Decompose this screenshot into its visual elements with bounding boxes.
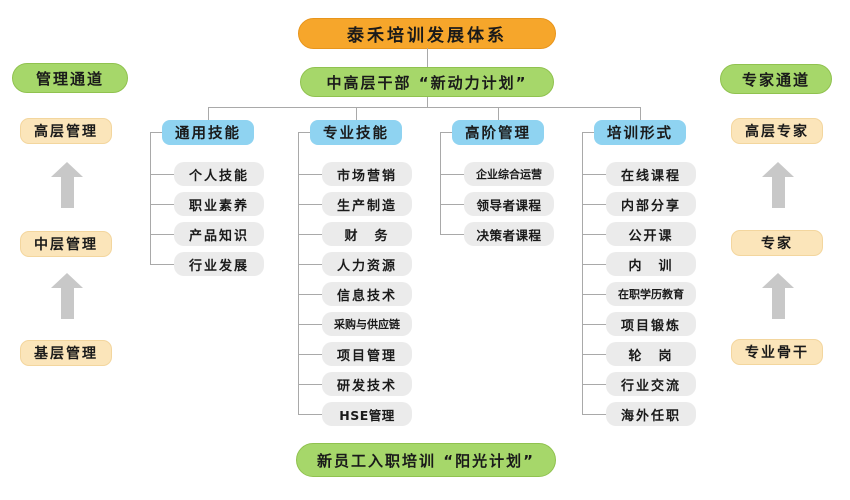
connector-line: [298, 174, 322, 175]
column-header-training-formats: 培训形式: [594, 120, 686, 145]
tree-item: 在职学历教育: [606, 282, 696, 306]
connector-line: [427, 48, 428, 67]
connector-line: [582, 264, 606, 265]
connector-line: [440, 234, 464, 235]
diagram-title: 泰禾培训发展体系: [298, 18, 556, 49]
connector-line: [298, 204, 322, 205]
connector-line: [150, 174, 174, 175]
connector-line: [582, 234, 606, 235]
tree-item: 采购与供应链: [322, 312, 412, 336]
connector-line: [582, 354, 606, 355]
tree-item: 在线课程: [606, 162, 696, 186]
new-power-plan-banner: 中高层干部 “新动力计划”: [300, 67, 554, 97]
connector-line: [150, 234, 174, 235]
expert-box: 专家: [731, 230, 823, 256]
tree-item: 内 训: [606, 252, 696, 276]
connector-line: [582, 132, 583, 414]
tree-item: 内部分享: [606, 192, 696, 216]
connector-line: [150, 204, 174, 205]
tree-item: 个人技能: [174, 162, 264, 186]
connector-line: [440, 204, 464, 205]
tree-item: 信息技术: [322, 282, 412, 306]
sunshine-plan-banner: 新员工入职培训 “阳光计划”: [296, 443, 556, 477]
tree-item: 企业综合运营: [464, 162, 554, 186]
up-arrow-icon: [51, 273, 83, 319]
connector-line: [298, 234, 322, 235]
connector-line: [582, 324, 606, 325]
management-channel-header: 管理通道: [12, 63, 128, 93]
tree-item: HSE管理: [322, 402, 412, 426]
connector-line: [582, 174, 606, 175]
connector-line: [298, 384, 322, 385]
connector-line: [640, 107, 641, 120]
connector-line: [150, 132, 151, 264]
connector-line: [498, 107, 499, 120]
connector-line: [440, 132, 452, 133]
connector-line: [150, 132, 162, 133]
column-header-advanced-management: 高阶管理: [452, 120, 544, 145]
connector-line: [582, 204, 606, 205]
connector-line: [150, 264, 174, 265]
tree-item: 决策者课程: [464, 222, 554, 246]
connector-line: [582, 132, 594, 133]
connector-line: [298, 324, 322, 325]
connector-line: [440, 174, 464, 175]
tree-item: 领导者课程: [464, 192, 554, 216]
tree-item: 项目锻炼: [606, 312, 696, 336]
tree-item: 生产制造: [322, 192, 412, 216]
tree-item: 财 务: [322, 222, 412, 246]
tree-item: 市场营销: [322, 162, 412, 186]
expert-channel-header: 专家通道: [720, 64, 832, 94]
tree-item: 行业交流: [606, 372, 696, 396]
tree-item: 轮 岗: [606, 342, 696, 366]
connector-line: [208, 107, 209, 120]
connector-line: [208, 107, 641, 108]
connector-line: [440, 132, 441, 234]
connector-line: [298, 294, 322, 295]
column-header-professional-skills: 专业技能: [310, 120, 402, 145]
tree-item: 研发技术: [322, 372, 412, 396]
connector-line: [356, 107, 357, 120]
senior-management-box: 高层管理: [20, 118, 112, 144]
column-header-general-skills: 通用技能: [162, 120, 254, 145]
tree-item: 产品知识: [174, 222, 264, 246]
connector-line: [582, 414, 606, 415]
tree-item: 职业素养: [174, 192, 264, 216]
connector-line: [298, 132, 310, 133]
connector-line: [298, 264, 322, 265]
connector-line: [298, 132, 299, 414]
connector-line: [582, 294, 606, 295]
middle-management-box: 中层管理: [20, 231, 112, 257]
up-arrow-icon: [762, 162, 794, 208]
tree-item: 公开课: [606, 222, 696, 246]
professional-backbone-box: 专业骨干: [731, 339, 823, 365]
connector-line: [298, 354, 322, 355]
senior-expert-box: 高层专家: [731, 118, 823, 144]
grassroots-management-box: 基层管理: [20, 340, 112, 366]
tree-item: 人力资源: [322, 252, 412, 276]
connector-line: [427, 97, 428, 107]
tree-item: 海外任职: [606, 402, 696, 426]
tree-item: 行业发展: [174, 252, 264, 276]
connector-line: [298, 414, 322, 415]
connector-line: [582, 384, 606, 385]
up-arrow-icon: [51, 162, 83, 208]
up-arrow-icon: [762, 273, 794, 319]
tree-item: 项目管理: [322, 342, 412, 366]
